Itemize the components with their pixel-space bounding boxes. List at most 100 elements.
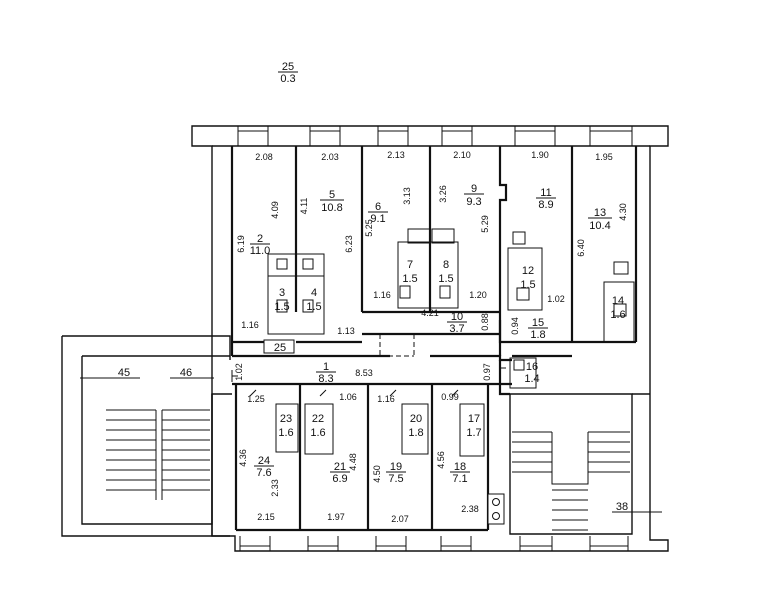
dimension-label: 2.15	[257, 512, 275, 522]
room-area: 1.8	[408, 427, 423, 439]
room-area: 1.5	[274, 301, 289, 313]
room-area: 7.6	[256, 467, 271, 479]
dimension-label: 4.36	[238, 449, 248, 467]
room-25-label: 25 0.3	[278, 61, 298, 85]
room-21-label: 21 6.9	[330, 461, 350, 485]
room-23-label: 23 1.6	[278, 413, 293, 439]
room-number: 10	[451, 311, 463, 323]
room-number: 15	[532, 317, 544, 329]
dimension-label: 6.40	[576, 239, 586, 257]
dimension-label: 4.11	[299, 198, 309, 215]
room-number: 23	[280, 413, 292, 425]
room-area: 1.8	[530, 329, 545, 341]
wc-block-14	[603, 261, 635, 343]
room-9-label: 9 9.3	[464, 183, 484, 208]
room-20-label: 20 1.8	[408, 413, 423, 439]
room-22-label: 22 1.6	[310, 413, 325, 439]
room-15-label: 15 1.8	[528, 317, 548, 341]
dimension-label: 1.20	[469, 290, 487, 300]
room-1-label: 1 8.3	[316, 361, 336, 385]
stairs-left	[106, 409, 210, 500]
room-area: 9.3	[466, 196, 481, 208]
dimension-label: 4.48	[348, 453, 358, 471]
room-area: 9.1	[370, 213, 385, 225]
dimension-label: 6.23	[344, 235, 354, 253]
room-number: 19	[390, 461, 402, 473]
room-number: 3	[279, 287, 285, 299]
stairs-right	[512, 431, 630, 531]
room-11-label: 11 8.9	[536, 187, 556, 211]
room-labels: 25 0.3 1 8.3 2 11.0 3 1.5 4 1.5 5 10.8 6	[250, 61, 626, 485]
room-area: 1.5	[520, 279, 535, 291]
wc-block-16	[509, 357, 537, 389]
room-number: 14	[612, 295, 624, 307]
dimension-label: 0.94	[510, 317, 520, 335]
dimension-label: 1.06	[339, 392, 357, 402]
dimension-label: 1.25	[247, 394, 265, 404]
room-13-label: 13 10.4	[588, 207, 612, 232]
dimension-label: 1.16	[377, 394, 395, 404]
room-6-label: 6 9.1	[368, 201, 388, 225]
room-number: 18	[454, 461, 466, 473]
room-7-label: 7 1.5	[402, 259, 417, 285]
room-area: 8.3	[318, 373, 333, 385]
room-2-label: 2 11.0	[250, 233, 271, 257]
label-38: 38	[616, 501, 628, 513]
room-18-label: 18 7.1	[450, 461, 470, 485]
room-area: 1.6	[310, 427, 325, 439]
label-45: 45	[118, 367, 130, 379]
room-area: 11.0	[250, 245, 271, 257]
dimension-label: 1.16	[241, 320, 259, 330]
dimension-label: 5.29	[480, 215, 490, 233]
dimension-label: 3.26	[438, 185, 448, 203]
dimension-label: 8.53	[355, 368, 373, 378]
room-16-label: 16 1.4	[524, 361, 539, 385]
dimension-label: 2.33	[270, 479, 280, 497]
room-3-label: 3 1.5	[274, 287, 289, 313]
room-number: 25	[282, 61, 294, 73]
wc-block-3-4	[267, 253, 325, 335]
room-number: 7	[407, 259, 413, 271]
room-number: 22	[312, 413, 324, 425]
dimension-label: 0.97	[482, 363, 492, 381]
room-number: 12	[522, 265, 534, 277]
dimension-label: 1.02	[547, 294, 565, 304]
lower-cabins	[275, 403, 505, 525]
dimension-label: 5.25	[364, 219, 374, 237]
dimension-label: 1.13	[337, 326, 355, 336]
wc-block-7-8	[397, 228, 459, 309]
dimension-label: 1.97	[327, 512, 345, 522]
room-area: 3.7	[449, 323, 464, 335]
other-labels: 45 46 38 25	[80, 339, 662, 513]
room-number: 11	[540, 187, 551, 199]
room-area: 7.5	[388, 473, 403, 485]
room-number: 9	[471, 183, 477, 195]
room-area: 8.9	[538, 199, 553, 211]
wc-block-12	[507, 231, 543, 311]
dimension-label: 0.99	[441, 392, 459, 402]
dimension-label: 1.02	[234, 363, 244, 381]
dimension-label: 3.13	[402, 187, 412, 205]
room-14-label: 14 1.6	[610, 295, 625, 321]
room-area: 10.8	[321, 202, 342, 214]
room-24-label: 24 7.6	[254, 455, 274, 479]
dimension-label: 4.21	[421, 308, 439, 318]
dimension-label: 2.03	[321, 152, 339, 162]
dimension-label: 6.19	[236, 235, 246, 253]
room-number: 21	[334, 461, 346, 473]
dimension-label: 4.50	[372, 465, 382, 483]
dimension-label: 4.56	[436, 451, 446, 469]
dimension-label: 2.13	[387, 150, 405, 160]
dimension-label: 1.95	[595, 152, 613, 162]
dimension-label: 2.38	[461, 504, 479, 514]
room-area: 6.9	[332, 473, 347, 485]
dimension-label: 4.30	[618, 203, 628, 221]
room-area: 1.7	[466, 427, 481, 439]
dimension-label: 2.10	[453, 150, 471, 160]
room-area: 7.1	[452, 473, 467, 485]
room-12-label: 12 1.5	[520, 265, 535, 291]
room-19-label: 19 7.5	[386, 461, 406, 485]
partitions	[230, 146, 638, 532]
room-5-label: 5 10.8	[320, 189, 344, 214]
